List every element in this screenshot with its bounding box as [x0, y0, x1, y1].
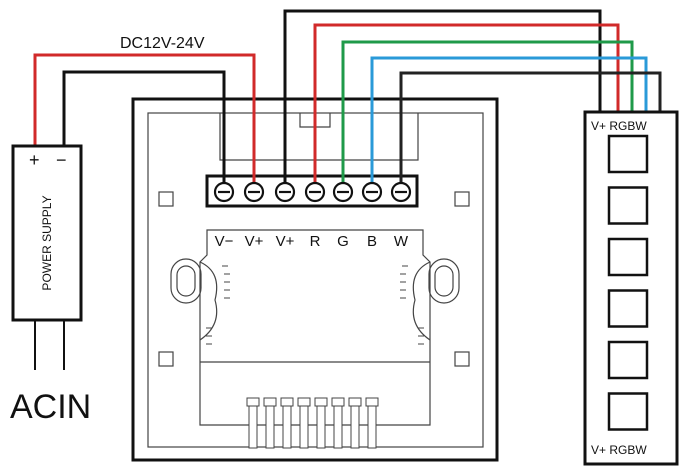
terminal-label: V+	[276, 233, 295, 250]
terminal-screw	[274, 181, 296, 203]
wire-w-strip	[399, 71, 662, 185]
terminal-screw	[304, 181, 326, 203]
wire-b-strip	[370, 56, 648, 185]
led-segment	[607, 237, 649, 277]
terminal-label: R	[310, 233, 321, 250]
power-supply-label: POWER SUPPLY	[40, 195, 54, 290]
terminal-screw	[390, 181, 412, 203]
right-bump-teeth	[400, 265, 424, 345]
supply-plus-label: +	[29, 150, 40, 170]
corner-square-tl	[158, 191, 174, 207]
led-segment	[607, 289, 649, 328]
left-bump-teeth	[206, 265, 230, 345]
wire-supply-plus	[33, 53, 256, 185]
terminal-screw	[361, 181, 383, 203]
terminal-screw	[243, 181, 265, 203]
corner-square-bl	[158, 351, 174, 367]
right-mount-slot	[428, 258, 460, 304]
controller-body	[199, 229, 431, 426]
terminal-label: W	[394, 233, 409, 250]
right-bump	[412, 261, 431, 341]
led-segment	[607, 134, 649, 174]
wire-g-strip	[341, 40, 634, 185]
left-bump	[199, 261, 218, 341]
terminal-label: V+	[245, 233, 264, 250]
strip-bottom-label: V+ RGBW	[591, 443, 647, 457]
terminal-label: B	[367, 233, 377, 250]
led-segment	[607, 392, 649, 431]
terminal-housing	[219, 113, 419, 161]
led-segments	[607, 134, 649, 431]
wire-vplus-strip	[283, 9, 602, 185]
wire-r-strip	[313, 23, 620, 185]
led-segment	[607, 186, 649, 225]
left-mount-slot	[170, 258, 202, 304]
power-supply-box	[11, 144, 83, 322]
wires	[33, 9, 662, 185]
terminal-screw	[332, 181, 354, 203]
terminal-label: G	[337, 233, 349, 250]
voltage-label: DC12V-24V	[120, 35, 205, 52]
led-segment	[607, 340, 649, 380]
acin-label: ACIN	[10, 388, 91, 426]
wire-supply-minus	[62, 70, 226, 185]
corner-square-br	[454, 351, 470, 367]
terminal-screw	[213, 181, 235, 203]
bottom-connector	[246, 397, 379, 449]
strip-top-label: V+ RGBW	[591, 119, 647, 133]
terminal-screws	[213, 181, 412, 203]
terminal-label: V−	[215, 233, 234, 250]
supply-minus-label: −	[56, 150, 67, 170]
corner-square-tr	[454, 191, 470, 207]
